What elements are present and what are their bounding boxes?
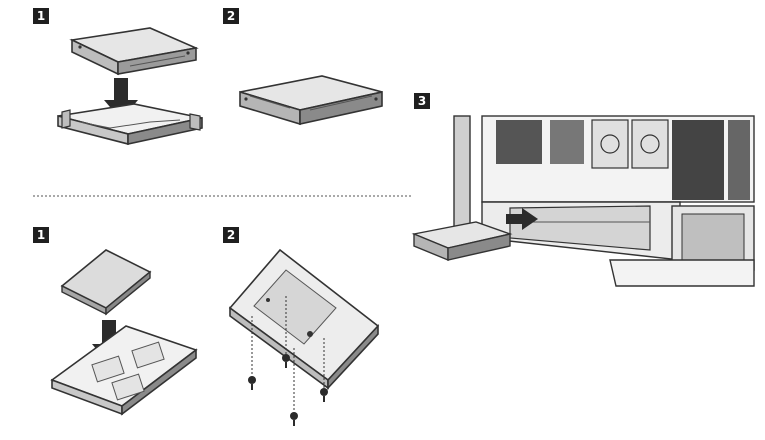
- hdd-tray-icon: [57, 103, 203, 146]
- pc-case-icon: [453, 115, 755, 287]
- step-badge-install-3: 3: [414, 93, 430, 109]
- hdd-in-tray-illustration: [239, 75, 383, 126]
- ssd-screw-illustration: [228, 248, 380, 426]
- hdd-into-tray-illustration: [57, 27, 203, 146]
- step-badge-ssd-2: 2: [223, 227, 239, 243]
- step-badge-hdd-1: 1: [33, 8, 49, 24]
- ssd-into-tray-illustration: [50, 249, 198, 416]
- step-badge-ssd-1: 1: [33, 227, 49, 243]
- screw-icon: [320, 388, 328, 402]
- screw-icon: [290, 412, 298, 426]
- insert-arrow-icon: [506, 208, 538, 230]
- hdd-tray-icon: [411, 221, 513, 262]
- section-divider: [33, 195, 411, 197]
- ssd-tray-icon: [50, 325, 198, 416]
- screw-guides: [251, 296, 325, 414]
- screw-icon: [282, 354, 290, 368]
- ssd-icon: [60, 249, 152, 316]
- case-install-illustration: [411, 115, 755, 287]
- hdd-icon: [69, 27, 199, 76]
- screw-icon: [248, 376, 256, 390]
- ssd-tray-icon: [228, 248, 380, 391]
- hdd-tray-icon: [239, 75, 383, 126]
- vent-mesh: [496, 120, 750, 200]
- step-badge-hdd-2: 2: [223, 8, 239, 24]
